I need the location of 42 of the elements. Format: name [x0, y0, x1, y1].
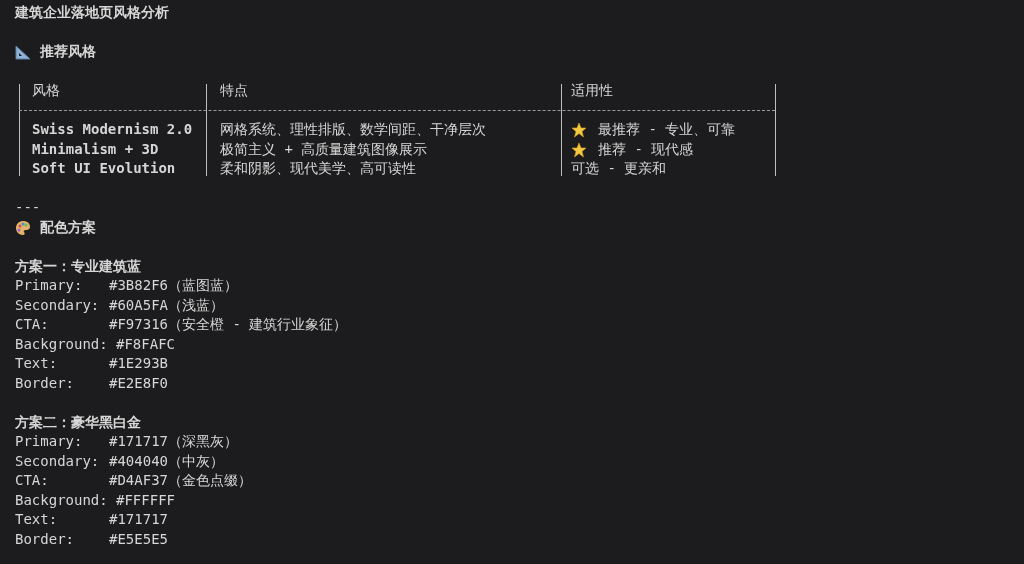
style-name: Swiss Modernism 2.0 [32, 120, 193, 139]
table-cell: 推荐 - 现代感 [598, 139, 694, 159]
color-value: #171717（深黑灰） [109, 432, 238, 451]
color-value: #F97316（安全橙 - 建筑行业象征） [109, 315, 348, 334]
scheme-heading: 方案二：豪华黑白金 [15, 412, 141, 432]
color-key: Primary: [15, 432, 83, 452]
table-cell-text: 最推荐 - 专业、可靠 [598, 120, 736, 139]
style-name: Minimalism + 3D [32, 139, 159, 159]
color-key: Primary: [15, 276, 83, 296]
table-cell: 极简主义 + 高质量建筑图像展示 [220, 139, 428, 159]
table-cell-text: 网格系统、理性排版、数学间距、干净层次 [220, 120, 486, 139]
color-key: Secondary: [15, 451, 100, 471]
color-value: #F8FAFC [116, 334, 175, 354]
color-value: #3B82F6（蓝图蓝） [109, 276, 238, 295]
color-value: #60A5FA（浅蓝） [109, 295, 224, 315]
color-key: Border: [15, 373, 74, 393]
style-name: Soft UI Evolution [32, 159, 176, 178]
section-heading: 推荐风格 [40, 42, 96, 61]
color-value: #171717 [109, 510, 168, 529]
color-value: #E2E8F0 [109, 373, 168, 393]
section-heading: 配色方案 [40, 217, 96, 237]
color-key: Background: [15, 334, 108, 354]
color-value: #404040（中灰） [109, 451, 224, 471]
color-key: Background: [15, 490, 108, 510]
color-key: Secondary: [15, 295, 100, 315]
color-key: Text: [15, 510, 58, 530]
color-key: Border: [15, 529, 74, 549]
color-key: CTA: [15, 315, 49, 335]
table-cell-text: 可选 - 更亲和 [571, 159, 667, 178]
page-title: 建筑企业落地页风格分析 [15, 3, 169, 22]
table-header: 风格 [32, 81, 60, 100]
color-value: #D4AF37（金色点缀） [109, 471, 252, 490]
color-key: CTA: [15, 471, 49, 491]
scheme-heading: 方案一：专业建筑蓝 [15, 256, 141, 276]
color-value: #1E293B [109, 354, 168, 373]
table-header: 特点 [220, 81, 248, 100]
separator-text: --- [15, 198, 41, 217]
color-key: Text: [15, 354, 58, 374]
table-header: 适用性 [571, 81, 613, 100]
color-value: #FFFFFF [116, 490, 175, 510]
table-cell-text: 柔和阴影、现代美学、高可读性 [220, 159, 416, 178]
color-value: #E5E5E5 [109, 529, 168, 549]
